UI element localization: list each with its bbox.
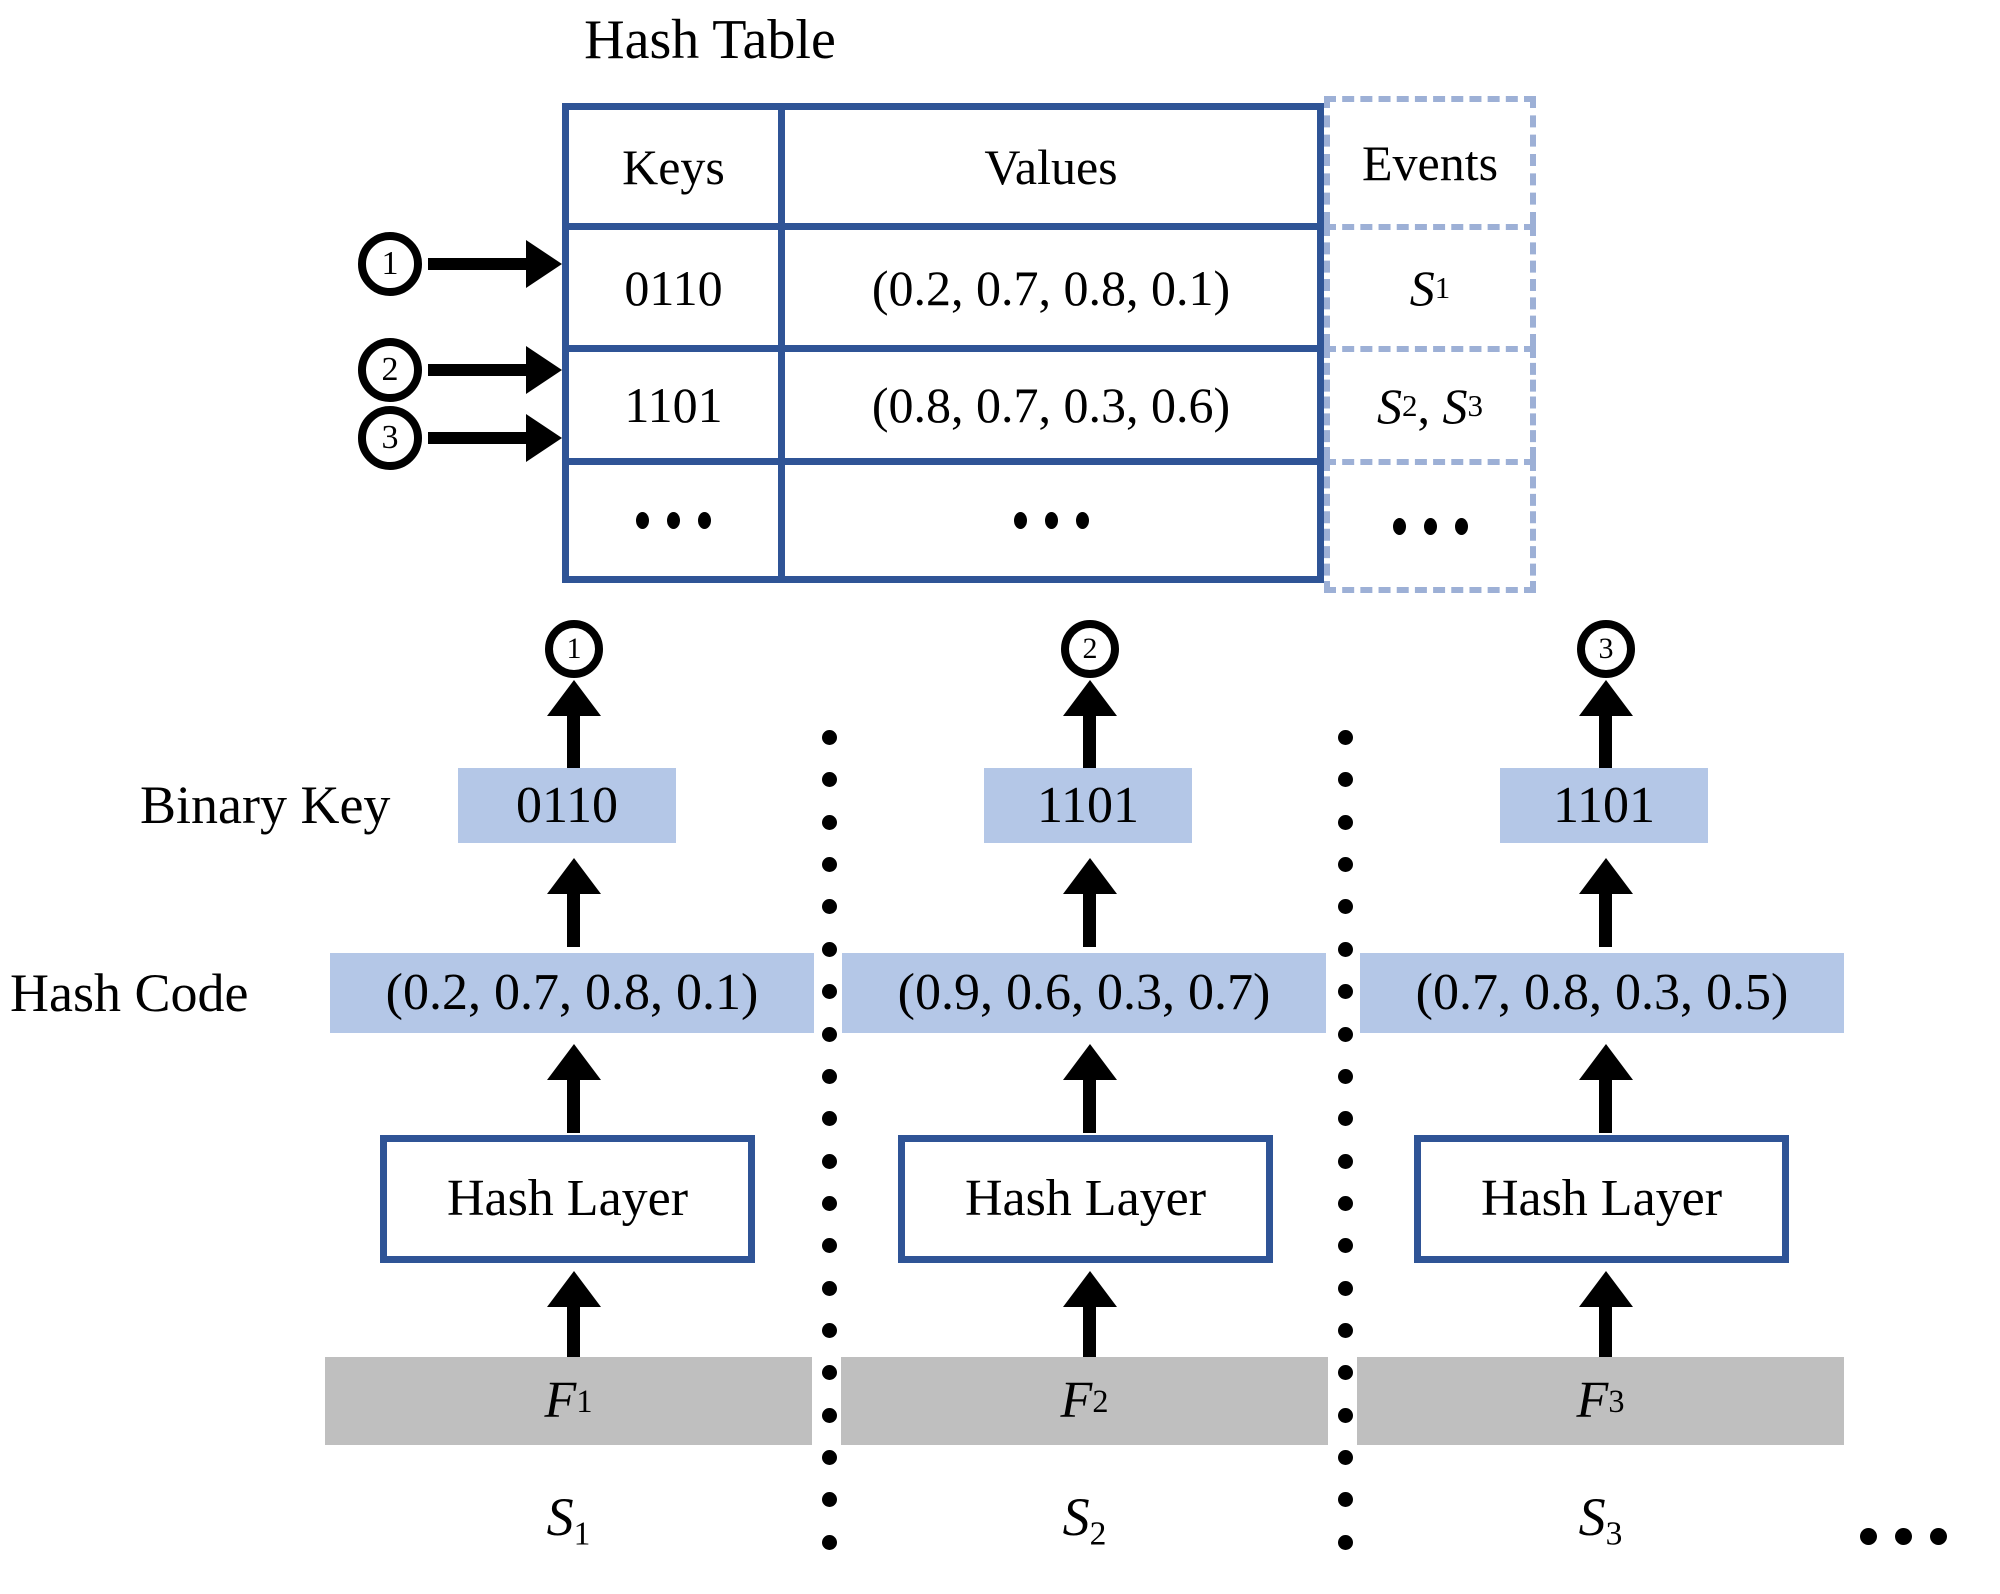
table-header-row: Keys Values <box>569 110 1317 230</box>
cell-key: 0110 <box>569 230 785 345</box>
pipeline-marker-2: 2 <box>1061 620 1119 678</box>
row-label-binary-key: Binary Key <box>140 775 391 835</box>
arrow-hashlayer-to-hashcode-2 <box>1083 1078 1096 1133</box>
ellipsis-icon <box>1013 512 1089 529</box>
cell-key: 1101 <box>569 352 785 458</box>
arrow-feature-to-hashlayer-2 <box>1083 1305 1096 1359</box>
sample-label-1: S1 <box>546 1487 591 1553</box>
vertical-dotted-separator-1 <box>821 730 837 1550</box>
hash-layer-box-3: Hash Layer <box>1414 1135 1789 1263</box>
sample-label-3: S3 <box>1578 1487 1623 1553</box>
binary-key-box-2: 1101 <box>984 768 1192 843</box>
lookup-marker-2: 2 <box>358 338 422 402</box>
cell-key-ellipsis <box>569 465 785 576</box>
ellipsis-icon <box>636 512 711 529</box>
cell-value: (0.8, 0.7, 0.3, 0.6) <box>871 377 1231 433</box>
hash-table-title: Hash Table <box>584 9 836 71</box>
hash-layer-box-2: Hash Layer <box>898 1135 1273 1263</box>
hash-layer-box-1: Hash Layer <box>380 1135 755 1263</box>
vertical-dotted-separator-2 <box>1337 730 1353 1550</box>
lookup-arrow-2 <box>428 364 528 376</box>
arrow-feature-to-hashlayer-3 <box>1599 1305 1612 1359</box>
hash-table: Keys Values 0110 (0.2, 0.7, 0.8, 0.1) 11… <box>562 103 1324 583</box>
arrow-hashcode-to-binarykey-3 <box>1599 892 1612 947</box>
binary-key-box-3: 1101 <box>1500 768 1708 843</box>
table-row-ellipsis <box>569 465 1317 576</box>
arrow-feature-to-hashlayer-1 <box>567 1305 580 1359</box>
arrow-hashlayer-to-hashcode-1 <box>567 1078 580 1133</box>
pipeline-marker-1: 1 <box>545 620 603 678</box>
ellipsis-icon <box>1392 517 1468 535</box>
binary-key-box-1: 0110 <box>458 768 676 843</box>
pipeline-marker-3: 3 <box>1577 620 1635 678</box>
column-header-events: Events <box>1324 96 1536 224</box>
table-row: 1101 (0.8, 0.7, 0.3, 0.6) <box>569 352 1317 465</box>
lookup-marker-1: 1 <box>358 232 422 296</box>
arrow-hashlayer-to-hashcode-3 <box>1599 1078 1612 1133</box>
cell-events-ellipsis <box>1324 459 1536 593</box>
trailing-ellipsis-icon <box>1860 1528 1947 1545</box>
lookup-arrow-3 <box>428 432 528 444</box>
sample-label-2: S2 <box>1062 1487 1107 1553</box>
column-header-keys: Keys <box>569 110 785 223</box>
cell-value: (0.2, 0.7, 0.8, 0.1) <box>871 259 1231 316</box>
pipeline-arrow-to-marker-2 <box>1083 714 1096 774</box>
arrow-hashcode-to-binarykey-2 <box>1083 892 1096 947</box>
pipeline-arrow-to-marker-1 <box>567 714 580 774</box>
hash-code-box-1: (0.2, 0.7, 0.8, 0.1) <box>330 953 814 1033</box>
arrow-hashcode-to-binarykey-1 <box>567 892 580 947</box>
hash-code-box-3: (0.7, 0.8, 0.3, 0.5) <box>1360 953 1844 1033</box>
column-header-values: Values <box>984 138 1118 195</box>
lookup-arrow-1 <box>428 258 528 270</box>
hash-code-box-2: (0.9, 0.6, 0.3, 0.7) <box>842 953 1326 1033</box>
table-row: 0110 (0.2, 0.7, 0.8, 0.1) <box>569 230 1317 352</box>
cell-value-ellipsis <box>785 465 1317 576</box>
pipeline-arrow-to-marker-3 <box>1599 714 1612 774</box>
row-label-hash-code: Hash Code <box>10 963 249 1023</box>
lookup-marker-3: 3 <box>358 406 422 470</box>
